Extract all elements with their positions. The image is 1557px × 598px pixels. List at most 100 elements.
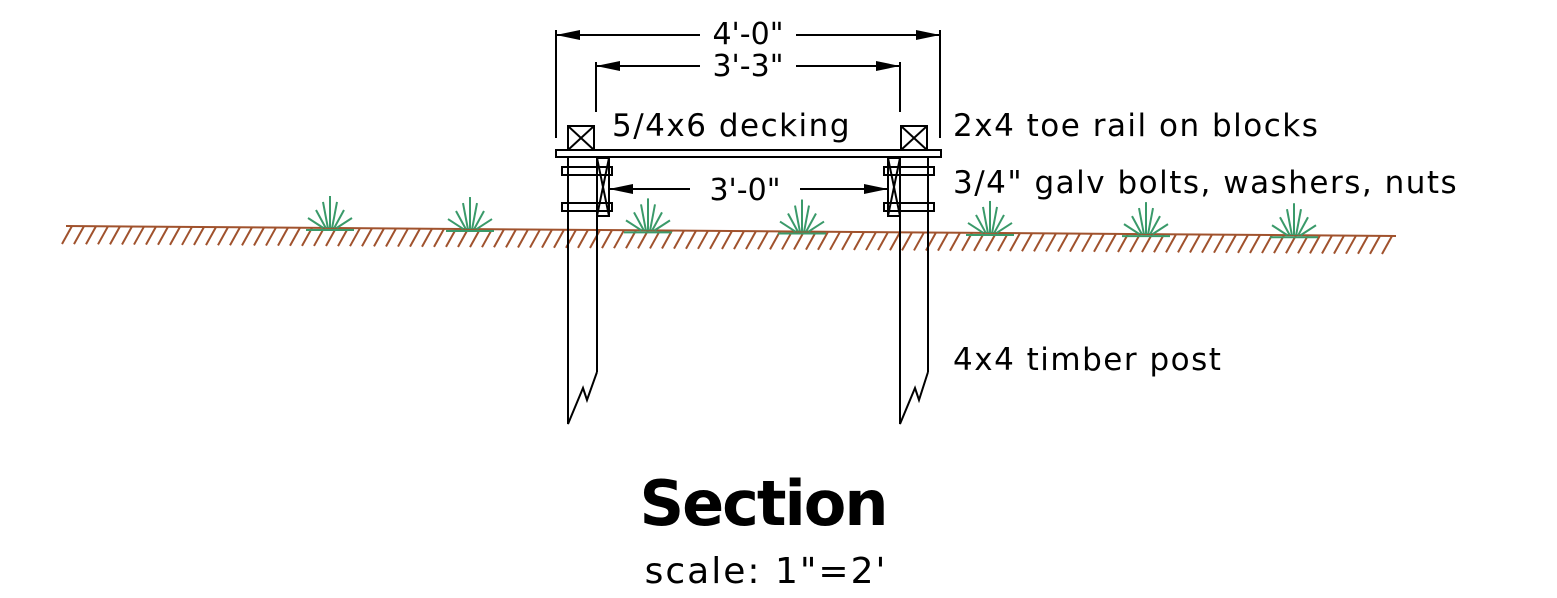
ground-hatch-stroke (1045, 232, 1057, 252)
ground-hatch-stroke (133, 226, 145, 246)
ground-hatch-stroke (121, 225, 133, 245)
ground-hatch-stroke (1381, 235, 1393, 255)
ground-hatch-stroke (733, 230, 745, 250)
ground-hatch-stroke (1081, 233, 1093, 253)
ground-hatch-stroke (1141, 233, 1153, 253)
ground-hatch-stroke (1069, 233, 1081, 253)
ground-hatch-stroke (709, 230, 721, 250)
ground-hatch-stroke (1201, 234, 1213, 254)
ground-hatch-stroke (325, 227, 337, 247)
ground-hatch-stroke (1225, 234, 1237, 254)
ground-hatch-stroke (205, 226, 217, 246)
ground-hatch-stroke (937, 232, 949, 252)
ground-hatch-stroke (1321, 235, 1333, 254)
ground-hatch-stroke (1369, 235, 1381, 255)
ground-hatch-stroke (1345, 235, 1357, 255)
grass-tuft (624, 198, 672, 234)
ground-hatch-stroke (721, 230, 733, 250)
right-post (899, 158, 929, 425)
ground-hatch-stroke (841, 231, 853, 251)
scale-note: scale: 1"=2' (645, 551, 888, 592)
ground-hatch-stroke (1189, 234, 1201, 253)
ground-hatch-stroke (805, 231, 817, 251)
ground-hatch-stroke (517, 228, 529, 248)
ground-hatch-stroke (997, 232, 1009, 252)
ground-hatch-stroke (601, 229, 613, 249)
ground-hatch-stroke (865, 231, 877, 251)
ground-hatch-stroke (1249, 234, 1261, 254)
ground-hatch-stroke (577, 229, 589, 249)
decking-label: 5/4x6 decking (612, 108, 851, 144)
dimension-post-spacing-label: 3'-0" (709, 173, 780, 208)
ground-hatch-stroke (265, 227, 277, 247)
ground-hatch-stroke (349, 227, 361, 247)
ground-hatch-stroke (1309, 234, 1321, 254)
ground-hatch-stroke (1213, 234, 1225, 254)
ground-hatch-stroke (1009, 232, 1021, 252)
ground-hatch-stroke (1297, 234, 1309, 254)
dimension-post-spacing: 3'-0" (609, 173, 888, 208)
ground-hatch-stroke (901, 231, 913, 251)
ground-hatch-stroke (61, 225, 73, 245)
grass-tuft (306, 195, 354, 231)
ground-hatch-stroke (1153, 233, 1165, 253)
ground-hatch-stroke (421, 228, 433, 248)
dimension-rail-spacing: 3'-3" (595, 49, 901, 112)
ground-hatch-stroke (817, 231, 829, 251)
left-stringer (561, 157, 613, 217)
ground-hatch-stroke (661, 230, 673, 250)
ground-hatch-stroke (73, 225, 85, 245)
bolts-label: 3/4" galv bolts, washers, nuts (953, 165, 1458, 201)
ground-hatch-stroke (985, 232, 997, 252)
ground-hatch-stroke (157, 226, 169, 246)
ground-hatch-stroke (469, 228, 481, 248)
ground-hatch-stroke (181, 226, 193, 246)
ground-hatch-stroke (757, 230, 769, 250)
ground-hatch-stroke (1021, 232, 1033, 252)
ground-hatch-stroke (685, 230, 697, 250)
ground-hatch-stroke (241, 226, 253, 246)
grass-tuft (1270, 203, 1318, 239)
ground-hatch-stroke (85, 225, 97, 245)
ground-hatch-stroke (589, 229, 601, 249)
ground-hatch-stroke (745, 230, 757, 250)
post-label: 4x4 timber post (953, 342, 1222, 378)
ground-hatch-stroke (109, 225, 121, 245)
ground-hatch-stroke (217, 226, 229, 246)
ground-hatch-stroke (409, 228, 421, 248)
ground-hatch-stroke (829, 231, 841, 251)
ground-hatch-stroke (1033, 232, 1045, 252)
ground-hatch-stroke (277, 227, 289, 247)
drawing-title: Section (639, 467, 886, 540)
left-post (567, 158, 598, 425)
dimension-overall: 4'-0" (555, 17, 941, 138)
toe-rail-label: 2x4 toe rail on blocks (953, 108, 1319, 144)
ground-hatch-stroke (649, 229, 661, 249)
ground-hatch-stroke (697, 230, 709, 250)
ground-hatch-stroke (253, 226, 265, 246)
ground-hatch-stroke (529, 229, 541, 249)
ground-hatch-stroke (193, 226, 205, 246)
ground-hatch-stroke (229, 226, 241, 246)
ground-hatch-stroke (1057, 233, 1069, 253)
ground-hatch-stroke (673, 230, 685, 250)
right-toe-rail (900, 125, 928, 151)
ground-hatch-stroke (949, 232, 961, 252)
ground-hatch-stroke (169, 226, 181, 246)
ground-hatch-stroke (289, 227, 301, 247)
ground-hatch-stroke (553, 229, 565, 249)
ground-hatch-stroke (853, 231, 865, 251)
ground-hatch-stroke (877, 231, 889, 251)
ground-hatch-stroke (613, 229, 625, 249)
grass-tuft (1122, 202, 1170, 238)
ground-hatch-stroke (433, 228, 445, 248)
ground-hatch-stroke (385, 227, 397, 247)
dimension-overall-label: 4'-0" (712, 17, 783, 52)
ground-hatch-stroke (397, 228, 409, 248)
grass-tuft (446, 197, 494, 233)
dimension-rail-spacing-label: 3'-3" (712, 49, 783, 84)
ground-hatch-stroke (1105, 233, 1117, 253)
ground-hatch-stroke (97, 225, 109, 245)
ground-hatch-stroke (337, 227, 349, 247)
